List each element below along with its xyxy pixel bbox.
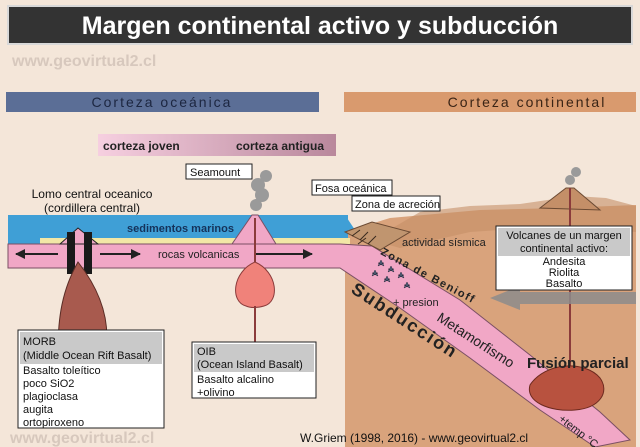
seamount-label-box: [185, 163, 253, 180]
morb-header-line2: (Middle Ocean Rift Basalt): [23, 350, 151, 362]
old-crust-label: corteza antigua: [236, 139, 324, 153]
accretion-label: Zona de acreción: [355, 199, 440, 211]
marine-sediments: [40, 238, 350, 244]
continent-motion-arrow: [490, 286, 636, 310]
sediments-label: sedimentos marinos: [127, 223, 234, 235]
ridge-fault-right: [84, 232, 92, 274]
volcanoes-item: Andesita: [543, 256, 587, 268]
ridge-label-line2: (cordillera central): [44, 201, 140, 215]
title-bar: [7, 5, 633, 45]
watermark-top: www.geovirtual2.cl: [11, 53, 156, 70]
partial-melting-zone: [528, 365, 605, 411]
seismic-label: actividad sísmica: [402, 237, 487, 249]
volcano-smoke: [565, 167, 581, 185]
morb-item: poco SiO2: [23, 378, 74, 390]
continental-crust-band: [344, 92, 636, 112]
morb-item: plagioclasa: [23, 391, 79, 403]
credit-text: W.Griem (1998, 2016) - www.geovirtual2.c…: [300, 431, 528, 445]
ridge-label-line1: Lomo central oceanico: [32, 187, 153, 201]
seamount-smoke: [250, 170, 272, 211]
oib-header-line2: (Ocean Island Basalt): [197, 359, 303, 371]
crust-age-gradient: [98, 134, 336, 156]
morb-item: ortopiroxeno: [23, 417, 84, 429]
oceanic-crust-band: [6, 92, 319, 112]
morb-item: augita: [23, 404, 54, 416]
morb-info-box: MORB (Middle Ocean Rift Basalt) Basalto …: [17, 329, 165, 429]
morb-item: Basalto toleítico: [23, 365, 101, 377]
accretion-label-box: [351, 195, 441, 212]
watermark-bottom: www.geovirtual2.cl: [9, 430, 154, 447]
volcanoes-item: Riolita: [549, 267, 580, 279]
oib-box-header: [194, 344, 314, 372]
volcanoes-box-header: [498, 228, 630, 256]
diagram-title: Margen continental activo y subducción: [82, 12, 558, 40]
partial-melting-label: Fusión parcial: [527, 355, 629, 372]
oib-item: Basalto alcalino: [197, 374, 274, 386]
young-crust-label: corteza joven: [103, 139, 180, 153]
oib-info-box: OIB (Ocean Island Basalt) Basalto alcali…: [191, 341, 317, 399]
morb-header-line1: MORB: [23, 336, 56, 348]
volcanoes-header-line2: continental activo:: [520, 243, 608, 255]
oib-item: +olivino: [197, 387, 235, 399]
trench-label: Fosa oceánica: [315, 183, 387, 195]
volcanic-rocks-label: rocas volcanicas: [158, 249, 240, 261]
morb-box-header: [20, 332, 162, 364]
wedge-texture: [351, 229, 377, 245]
volcanoes-info-box: Volcanes de un margen continental activo…: [495, 225, 633, 291]
oib-header-line1: OIB: [197, 346, 216, 358]
continental-crust-label: Corteza continental: [448, 94, 607, 110]
ridge-fault-left: [67, 232, 75, 274]
trench-label-box: [311, 179, 393, 196]
seamount-label: Seamount: [190, 167, 240, 179]
oceanic-crust-label: Corteza oceánica: [92, 94, 233, 110]
pressure-label: + presion: [393, 297, 439, 309]
volcanoes-item: Basalto: [546, 278, 583, 290]
volcanoes-header-line1: Volcanes de un margen: [506, 230, 622, 242]
seismic-stars: [371, 259, 411, 289]
